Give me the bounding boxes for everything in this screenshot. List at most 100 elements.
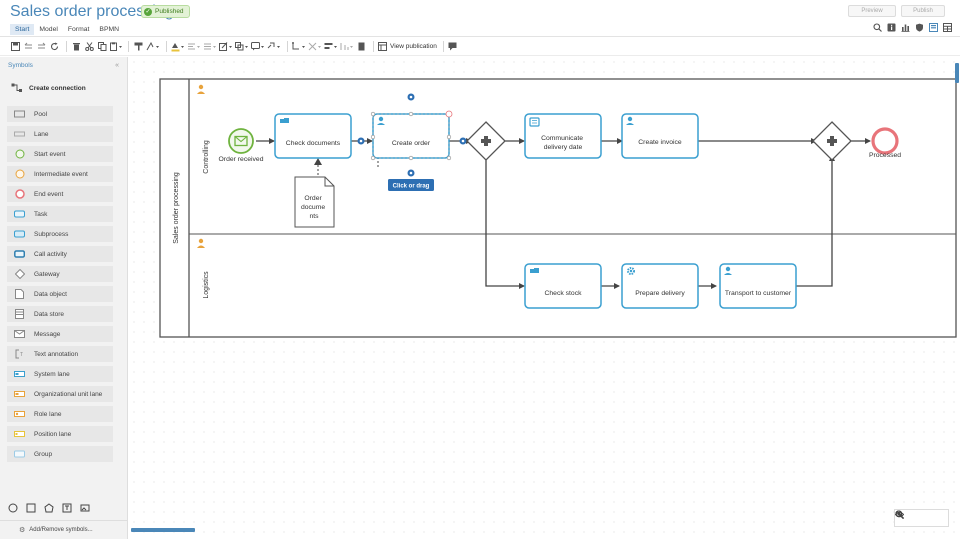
- table-view-icon[interactable]: [943, 23, 952, 32]
- lane-label: Logistics: [203, 271, 210, 299]
- add-handle-bottom[interactable]: [407, 169, 415, 177]
- connection-icon: [11, 83, 22, 92]
- zoom-in-icon[interactable]: [895, 510, 920, 523]
- symbol-position-lane[interactable]: Position lane: [7, 426, 113, 442]
- symbol-org-unit-lane[interactable]: Organizational unit lane: [7, 386, 113, 402]
- tab-start[interactable]: Start: [10, 24, 35, 35]
- vertical-scrollbar[interactable]: [955, 63, 959, 83]
- search-icon[interactable]: [873, 23, 882, 32]
- symbol-role-lane[interactable]: Role lane: [7, 406, 113, 422]
- symbol-subprocess[interactable]: Subprocess: [7, 226, 113, 242]
- symbol-message[interactable]: Message: [7, 326, 113, 342]
- image-icon[interactable]: [80, 503, 90, 513]
- symbol-task[interactable]: Task: [7, 206, 113, 222]
- tab-bpmn[interactable]: BPMN: [99, 26, 120, 33]
- task-label: Create order: [392, 140, 431, 147]
- status-label: Published: [155, 8, 184, 15]
- connection-handle[interactable]: [357, 137, 365, 145]
- view-publication-button[interactable]: View publication: [378, 40, 437, 54]
- collapse-sidebar-button[interactable]: «: [115, 62, 119, 69]
- arrange-icon[interactable]: [324, 40, 338, 54]
- properties-panel-icon[interactable]: [929, 23, 938, 32]
- space-icon[interactable]: [340, 40, 354, 54]
- tab-format[interactable]: Format: [67, 26, 90, 33]
- same-size-icon[interactable]: [356, 40, 367, 54]
- bar-chart-icon[interactable]: [901, 23, 910, 32]
- parallel-gateway-split[interactable]: [466, 121, 506, 161]
- task-create-order[interactable]: Create order: [370, 110, 453, 161]
- publish-button[interactable]: Publish: [901, 5, 945, 17]
- sequence-flows: [256, 138, 871, 289]
- comment-icon[interactable]: [251, 40, 265, 54]
- task-communicate-delivery-date[interactable]: Communicate delivery date: [524, 113, 602, 159]
- undo-icon[interactable]: [23, 40, 34, 54]
- end-event[interactable]: Processed: [869, 127, 901, 159]
- feedback-icon[interactable]: [448, 40, 459, 54]
- align-icon[interactable]: [187, 40, 201, 54]
- symbol-start-event[interactable]: Start event: [7, 146, 113, 162]
- symbol-data-store[interactable]: Data store: [7, 306, 113, 322]
- connector-icon[interactable]: [292, 40, 306, 54]
- diagram-canvas[interactable]: Sales order processing Controlling Logis…: [129, 57, 960, 539]
- info-icon[interactable]: [887, 23, 896, 32]
- zoom-fit-icon[interactable]: [895, 510, 932, 523]
- copy-icon[interactable]: [97, 40, 108, 54]
- parallel-gateway-join[interactable]: [812, 121, 852, 161]
- redo-icon[interactable]: [36, 40, 47, 54]
- task-check-stock[interactable]: Check stock: [524, 263, 602, 309]
- check-icon: ✓: [144, 7, 152, 16]
- add-remove-symbols-button[interactable]: ⚙ Add/Remove symbols...: [0, 520, 127, 539]
- style-dropdown-icon[interactable]: [146, 40, 160, 54]
- task-transport-to-customer[interactable]: Transport to customer: [719, 263, 797, 309]
- cut-icon[interactable]: [84, 40, 95, 54]
- task-create-invoice[interactable]: Create invoice: [621, 113, 699, 159]
- format-painter-icon[interactable]: [133, 40, 144, 54]
- delete-icon[interactable]: [71, 40, 82, 54]
- zoom-controls: [894, 509, 949, 527]
- fill-color-icon[interactable]: [171, 40, 185, 54]
- text-box-icon[interactable]: [62, 503, 72, 513]
- symbol-intermediate-event[interactable]: Intermediate event: [7, 166, 113, 182]
- circle-shape-icon[interactable]: [8, 503, 18, 513]
- symbol-pool[interactable]: Pool: [7, 106, 113, 122]
- add-handle-top[interactable]: [407, 93, 415, 101]
- task-check-documents[interactable]: Check documents: [274, 113, 352, 159]
- horizontal-scrollbar[interactable]: [131, 528, 195, 532]
- shield-icon[interactable]: [915, 23, 924, 32]
- line-style-icon[interactable]: [203, 40, 217, 54]
- app-header: Sales order processing ✓ Published Start…: [0, 0, 960, 37]
- start-event[interactable]: Order received: [219, 128, 264, 163]
- symbol-system-lane[interactable]: System lane: [7, 366, 113, 382]
- add-handle-right[interactable]: [459, 137, 467, 145]
- end-event-icon: [14, 189, 25, 199]
- symbol-data-object[interactable]: Data object: [7, 286, 113, 302]
- refresh-icon[interactable]: [49, 40, 60, 54]
- symbol-call-activity[interactable]: Call activity: [7, 246, 113, 262]
- lane-logistics[interactable]: Logistics: [197, 238, 210, 299]
- symbol-gateway[interactable]: Gateway: [7, 266, 113, 282]
- tab-model[interactable]: Model: [39, 26, 58, 33]
- add-remove-label: Add/Remove symbols...: [29, 527, 93, 533]
- distribute-icon[interactable]: [308, 40, 322, 54]
- pentagon-shape-icon[interactable]: [44, 503, 54, 513]
- gateway-icon: [14, 269, 25, 279]
- paste-icon[interactable]: [110, 40, 122, 54]
- create-connection-button[interactable]: Create connection: [11, 83, 86, 93]
- task-prepare-delivery[interactable]: Prepare delivery: [621, 263, 699, 309]
- lane-controlling[interactable]: Controlling: [189, 84, 956, 235]
- edit-shape-icon[interactable]: [219, 40, 233, 54]
- zoom-out-icon[interactable]: [895, 510, 943, 523]
- save-icon[interactable]: [10, 40, 21, 54]
- insert-shape-icon[interactable]: [235, 40, 249, 54]
- rectangle-shape-icon[interactable]: [26, 503, 36, 513]
- toolbar-separator: [166, 41, 167, 52]
- preview-button[interactable]: Preview: [848, 5, 896, 17]
- data-object[interactable]: Order docume nts: [294, 176, 335, 228]
- link-icon[interactable]: [267, 40, 281, 54]
- symbol-group[interactable]: Group: [7, 446, 113, 462]
- symbol-label: Data store: [34, 310, 64, 318]
- symbol-lane[interactable]: Lane: [7, 126, 113, 142]
- symbol-label: Role lane: [34, 410, 62, 418]
- symbol-end-event[interactable]: End event: [7, 186, 113, 202]
